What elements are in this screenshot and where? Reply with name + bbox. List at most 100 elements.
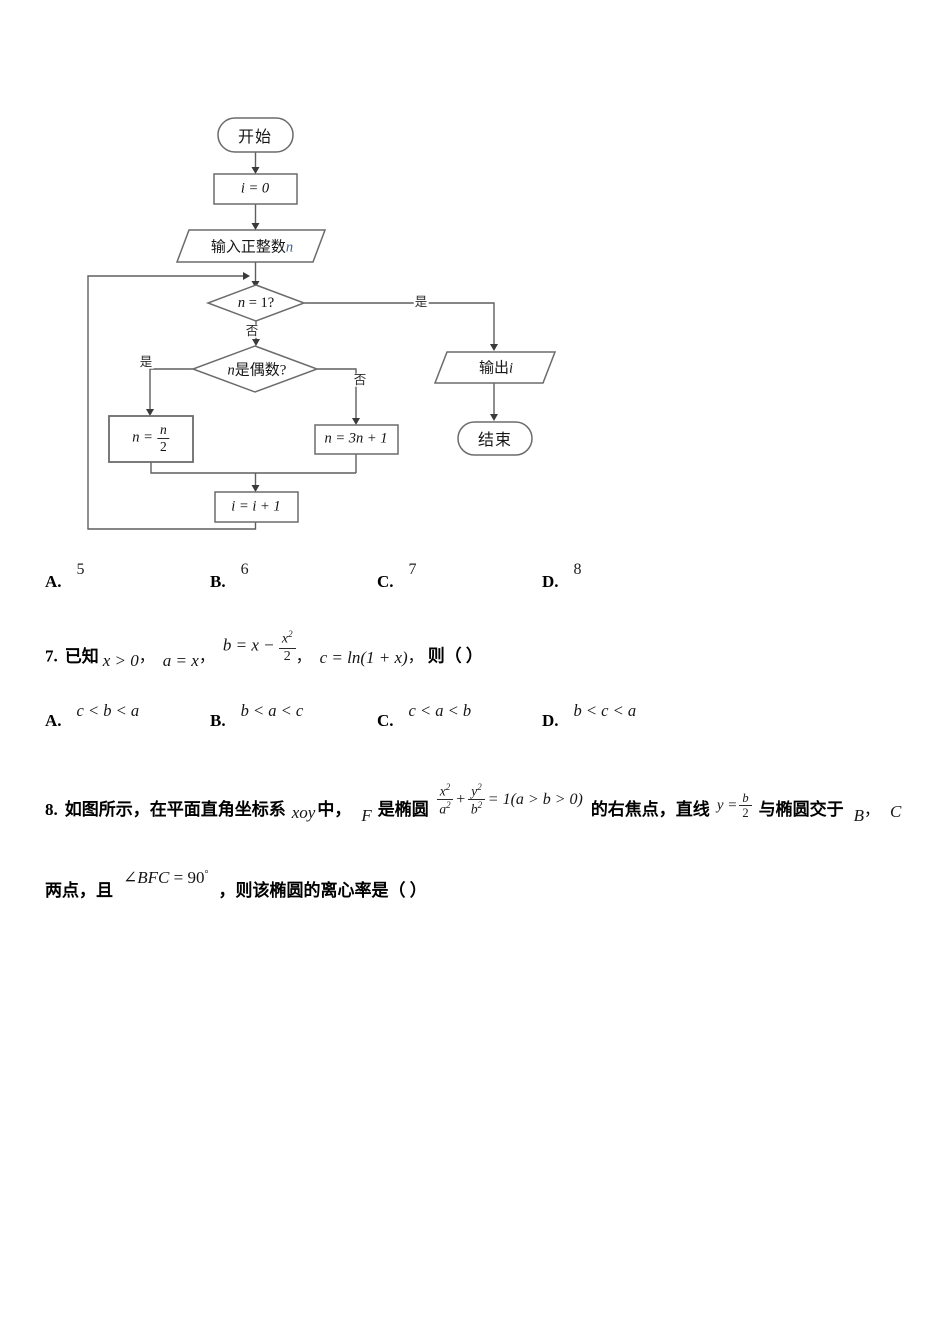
option-value: c < a < b [408, 701, 472, 720]
q8-eq-tail: = 1(a > b > 0) [487, 790, 583, 808]
cond2-yes-label: 是 [138, 354, 154, 369]
q8-frac2-den-base: b [470, 801, 478, 817]
option-value: b < a < c [240, 701, 304, 720]
q7-c-equation: c = ln(1 + x) [319, 647, 408, 667]
arrow-into-end [490, 414, 498, 421]
q8-plus: + [456, 790, 466, 808]
question8-stem-line2: 两点，且 ∠BFC = 90° ，则该椭圆的离心率是（ ） [45, 868, 427, 901]
arrow-loop-merge [243, 272, 250, 280]
q8-frac1-num-base: x [439, 783, 446, 799]
q8-degree-symbol: ° [204, 869, 209, 880]
edge-loop-back [87, 275, 257, 530]
option-letter: B. [210, 572, 226, 591]
triple-process-shape [314, 424, 399, 455]
cond2-no-label: 否 [352, 372, 368, 387]
q8-F: F [361, 806, 372, 826]
init-process-shape [213, 173, 298, 205]
cond2-diamond-shape [190, 345, 320, 393]
q7-a-equation: a = x [162, 650, 199, 670]
option-value: 6 [240, 561, 249, 578]
input-node-text: 输入正整数 [210, 239, 286, 256]
q8-frac2-num: y2 [468, 783, 485, 800]
comma: ， [198, 648, 215, 666]
comma: ， [138, 648, 155, 666]
cond1-node-label: n = 1? [238, 294, 274, 312]
output-node-label: 输出i [479, 357, 513, 378]
end-node-label: 结束 [477, 432, 513, 449]
q8-zhong: 中， [317, 800, 352, 820]
input-parallelogram-shape [175, 229, 327, 263]
q7-cond-x: x > 0 [102, 650, 139, 670]
option-value: 8 [573, 561, 582, 578]
triple-node-label: n = 3n + 1 [324, 430, 388, 447]
start-terminator-shape [217, 117, 294, 153]
cond1-no-label: 否 [244, 323, 260, 338]
q7-b-num-base: x [281, 631, 289, 647]
option-value: c < b < a [76, 701, 140, 720]
q8-frac2-den-sup: 2 [477, 800, 483, 810]
q7-b-denominator: 2 [283, 648, 291, 664]
cond2-rest: 是偶数? [234, 362, 287, 379]
q8-part1: 如图所示，在平面直角坐标系 [64, 800, 286, 820]
option-letter: A. [45, 572, 62, 591]
flowchart-diagram [87, 117, 557, 530]
q8-point-C: C [890, 802, 902, 822]
cond1-var: n [237, 295, 246, 311]
comma: ， [863, 802, 880, 820]
q8-part3: 的右焦点，直线 [590, 800, 710, 820]
option-letter: A. [45, 711, 62, 730]
q8-part5: 两点，且 [45, 881, 113, 900]
q7-then: 则（ ） [427, 646, 483, 666]
q8-frac2-num-base: y [471, 783, 478, 799]
flowchart-connectors [87, 152, 495, 530]
comma: ， [295, 648, 312, 666]
option-q7-a: A. c < b < a [45, 701, 140, 730]
q8-point-B: B [853, 806, 864, 826]
q8-frac1-den: a2 [437, 800, 454, 816]
end-terminator-shape [457, 421, 533, 456]
cond2-node-label: n是偶数? [228, 359, 287, 380]
option-letter: D. [542, 711, 559, 730]
output-node-var: i [508, 360, 514, 377]
arrow-into-triple [352, 418, 360, 425]
option-q7-d: D. b < c < a [542, 701, 637, 730]
option-letter: B. [210, 711, 226, 730]
incr-node-label: i = i + 1 [231, 498, 281, 515]
option-letter: C. [377, 711, 394, 730]
q7-b-num-sup: 2 [288, 629, 293, 639]
arrow-into-incr [251, 485, 260, 492]
q7-b-fraction: x2 2 [278, 629, 296, 664]
option-q7-b: B. b < a < c [210, 701, 304, 730]
option-value: 5 [76, 561, 85, 578]
option-row1-c: C.7 [377, 559, 417, 591]
half-fraction-numerator: n [156, 423, 170, 439]
q8-eq90: = 90 [169, 868, 205, 887]
question8-number: 8. [45, 800, 58, 820]
option-row1-d: D.8 [542, 559, 582, 591]
arrow-into-cond2 [252, 339, 260, 346]
option-value: b < c < a [573, 701, 637, 720]
cond1-diamond-shape [205, 284, 307, 322]
q8-angle: ∠BFC [123, 868, 170, 887]
q8-xoy: xoy [291, 803, 316, 823]
option-row1-b: B. 6 [210, 559, 249, 591]
option-value: 7 [408, 561, 417, 578]
q8-angle-condition: ∠BFC = 90° [123, 868, 208, 888]
arrow-into-output [490, 344, 498, 351]
incr-process-shape [214, 491, 299, 523]
arrow-into-half [146, 409, 154, 416]
arrow-into-input [251, 223, 260, 230]
half-process-shape [108, 415, 194, 463]
q8-frac1: x2 a2 [436, 782, 454, 816]
q8-part2: 是椭圆 [377, 800, 429, 820]
cond1-rest: = 1? [245, 295, 275, 311]
q8-frac1-num-sup: 2 [445, 782, 451, 792]
edge-cond2-no-triple [317, 368, 357, 420]
